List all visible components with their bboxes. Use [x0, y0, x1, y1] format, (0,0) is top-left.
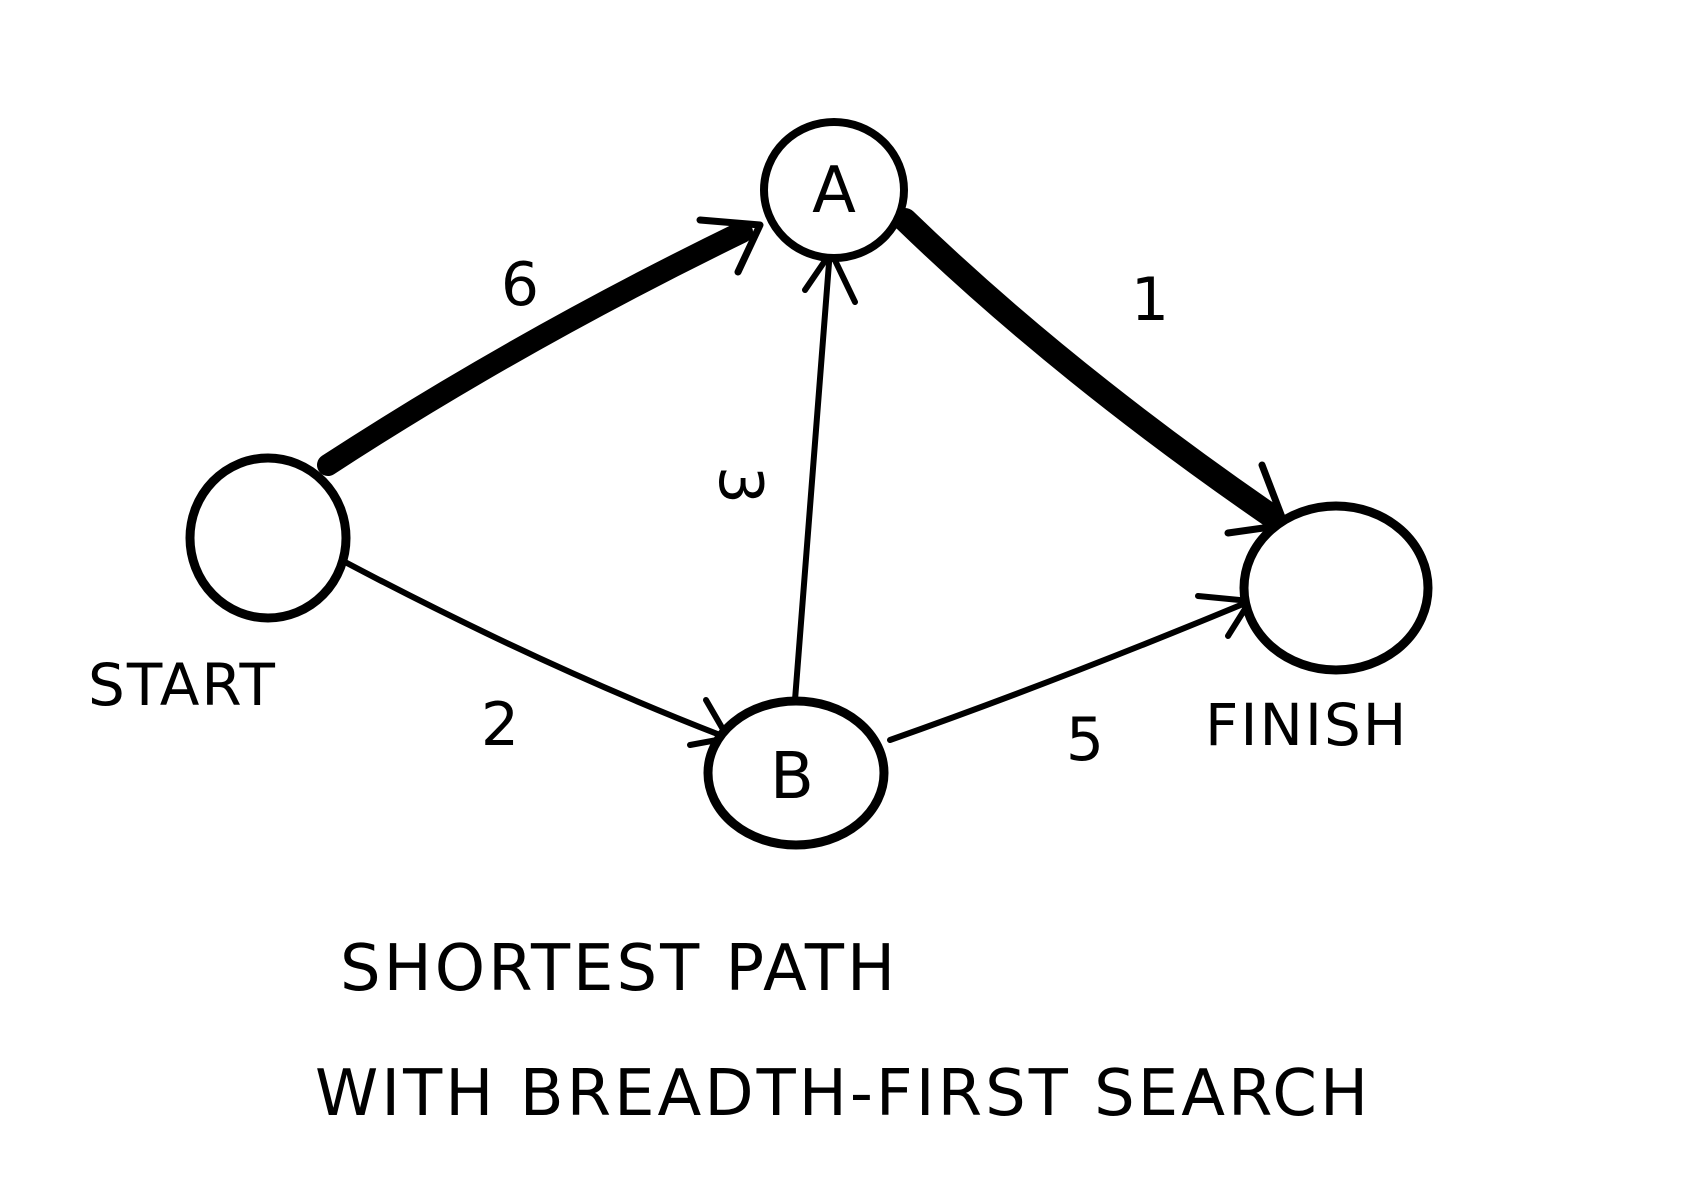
- caption-line-1: SHORTEST PATH: [340, 932, 898, 1006]
- edge-a-to-finish: [893, 208, 1289, 537]
- node-a: A: [760, 118, 908, 262]
- edge-weights: 6 2 3 1 5: [481, 250, 1169, 775]
- node-finish: [1239, 501, 1433, 675]
- nodes: A B: [185, 118, 1433, 850]
- edges: [317, 208, 1289, 748]
- weight-b-finish: 5: [1066, 705, 1104, 775]
- arrowhead-icon: [696, 216, 764, 276]
- node-b: B: [703, 696, 889, 850]
- weight-b-a: 3: [705, 466, 775, 504]
- edge-start-to-a: [317, 216, 764, 476]
- weight-start-a: 6: [501, 250, 539, 320]
- node-b-letter: B: [770, 740, 814, 814]
- edge-start-to-b: [342, 559, 731, 748]
- node-a-letter: A: [812, 154, 856, 228]
- edge-b-to-a: [792, 247, 858, 703]
- node-start: [185, 453, 351, 623]
- caption-line-2: WITH BREADTH-FIRST SEARCH: [315, 1057, 1371, 1131]
- label-start: START: [88, 651, 277, 719]
- weight-a-finish: 1: [1131, 265, 1169, 335]
- weight-start-b: 2: [481, 690, 519, 760]
- label-finish: FINISH: [1205, 691, 1408, 759]
